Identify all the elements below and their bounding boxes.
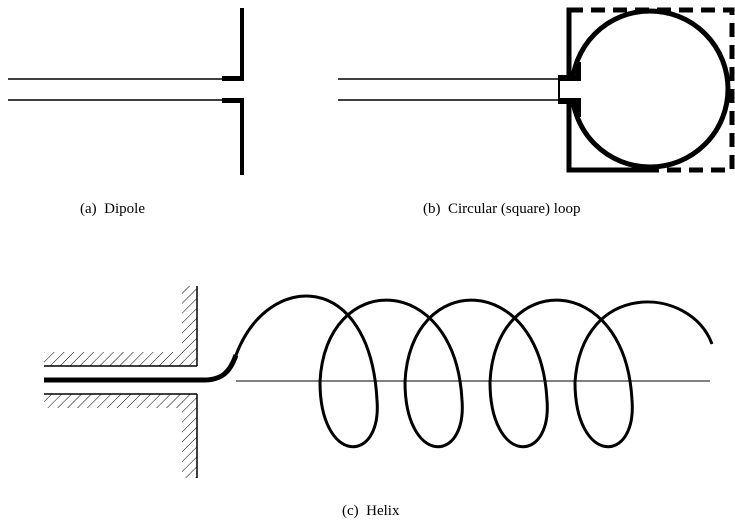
dipole-antenna — [8, 8, 244, 175]
dipole-upper-arm — [222, 8, 244, 81]
helix-antenna — [44, 286, 714, 478]
loop-antenna — [338, 7, 735, 173]
loop-feed-line — [338, 78, 560, 101]
caption-helix: (c) Helix — [342, 503, 400, 519]
dipole-feed-line — [8, 78, 222, 101]
caption-dipole: (a) Dipole — [80, 201, 145, 217]
coaxial-feed — [44, 352, 239, 408]
caption-loop: (b) Circular (square) loop — [423, 201, 581, 217]
dipole-lower-arm — [222, 98, 244, 175]
helix-coil — [234, 294, 714, 449]
ground-plane — [182, 286, 198, 478]
circular-loop — [569, 8, 731, 170]
